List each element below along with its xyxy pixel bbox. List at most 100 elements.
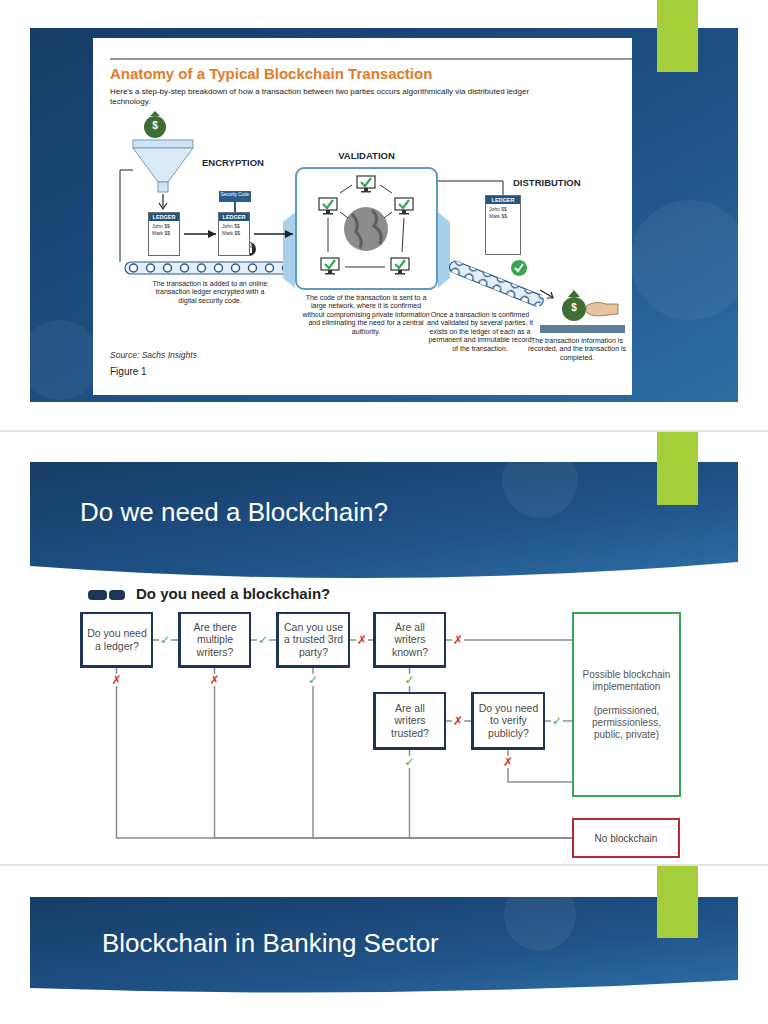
conveyor-belt — [127, 262, 288, 274]
network-illustration — [321, 258, 339, 275]
network-illustration — [283, 176, 450, 288]
chart-heading: Do you need a blockchain? — [136, 585, 330, 603]
decision-box: Are there multiple writers? — [178, 612, 251, 668]
step-heading: ENCRYPTION — [202, 157, 264, 168]
payment-illustration — [540, 325, 625, 333]
node-title: Are there multiple writers? — [184, 621, 246, 657]
network-illustration — [395, 198, 413, 215]
slide-divider — [0, 865, 768, 866]
accent-tab — [657, 866, 698, 938]
title-band — [30, 442, 738, 578]
connector — [254, 233, 293, 235]
network-illustration — [352, 210, 381, 248]
funnel-icon — [120, 111, 193, 262]
edge-label: ✗ — [110, 674, 122, 686]
edge-label: ✗ — [208, 674, 220, 686]
payment-illustration — [586, 302, 618, 316]
network-illustration — [391, 258, 409, 275]
network-illustration — [402, 218, 404, 252]
slide-divider — [0, 431, 768, 432]
node-title: Possible blockchain implementation — [580, 669, 673, 693]
currency-sign: $ — [568, 302, 580, 314]
node-title: LEDGER — [486, 196, 520, 204]
decision-box: Can you use a trusted 3rd party? — [276, 612, 350, 668]
node-title: Do you need to verify publicly? — [477, 702, 540, 738]
logo-mark — [88, 590, 125, 600]
network-illustration — [340, 185, 352, 193]
accent-tab — [657, 0, 698, 72]
currency-sign: $ — [149, 120, 161, 132]
figure-number: Figure 1 — [110, 366, 147, 378]
funnel-icon — [159, 203, 167, 209]
security-tag — [219, 191, 251, 212]
accent-tab — [657, 432, 698, 505]
decision-box: Are all writers known? — [373, 612, 446, 668]
node-title: Do you need a ledger? — [86, 627, 148, 651]
network-illustration — [357, 176, 375, 193]
node-title: VALIDATION — [287, 150, 446, 161]
title-band: Blockchain in Banking Sector — [30, 897, 738, 990]
node-text: John $$ Mark $$ — [219, 221, 249, 239]
decision-box: Do you need to verify publicly? — [471, 692, 545, 750]
network-illustration — [384, 212, 392, 218]
tag-text: Security Code — [219, 192, 251, 197]
network-illustration — [340, 212, 348, 218]
edge-label: ✓ — [257, 634, 269, 646]
slide-background — [30, 28, 738, 402]
node-title: No blockchain — [595, 833, 658, 844]
node-title: Blockchain in Banking Sector — [102, 928, 439, 959]
title-band — [30, 897, 738, 993]
conveyor-belt — [450, 260, 544, 307]
connector — [313, 668, 572, 838]
title-band — [30, 462, 738, 578]
funnel-icon — [120, 170, 133, 262]
connector — [117, 668, 573, 838]
rule-line — [110, 59, 632, 60]
network-illustration — [380, 185, 392, 193]
funnel-icon — [158, 182, 168, 192]
node-title: Can you use a trusted 3rd party? — [282, 621, 345, 657]
node-title: Are all writers trusted? — [379, 702, 441, 738]
node-title: Anatomy of a Typical Blockchain Transact… — [110, 65, 432, 82]
node-text: John $$ Mark $$ — [149, 221, 179, 239]
node-title: LEDGER — [219, 213, 249, 221]
network-illustration — [328, 218, 329, 252]
payment-illustration — [547, 292, 553, 298]
network-illustration — [344, 207, 388, 251]
conveyor-belt — [448, 259, 545, 308]
node-title: Do we need a Blockchain? — [80, 497, 388, 528]
validation-box: VALIDATION — [295, 167, 438, 290]
funnel-icon — [150, 111, 160, 116]
step-heading: DISTRIBUTION — [513, 177, 581, 188]
source-note: Source: Sachs Insights — [110, 350, 197, 360]
ledger-card: LEDGERJohn $$ Mark $$ — [148, 212, 180, 256]
node-title: Are all writers known? — [379, 621, 441, 657]
check-badge — [511, 260, 527, 276]
connector — [438, 181, 503, 195]
step-caption: Once a transaction is confirmed and vali… — [427, 311, 533, 353]
network-illustration — [345, 267, 385, 268]
funnel-icon — [144, 116, 166, 138]
slide-background — [20, 28, 750, 402]
payment-illustration — [562, 297, 586, 321]
connector — [508, 750, 572, 782]
payment-illustration — [540, 290, 625, 333]
node-text: (permissioned, permissionless, public, p… — [580, 705, 673, 741]
step-caption: The transaction is added to an online tr… — [152, 280, 268, 305]
decision-box: Are all writers trusted? — [373, 692, 446, 750]
edge-label: ✓ — [551, 715, 563, 727]
step-caption: The code of the transaction is sent to a… — [302, 294, 430, 336]
edge-label: ✓ — [403, 674, 415, 686]
edge-label: ✗ — [502, 756, 514, 768]
funnel-icon — [133, 148, 193, 182]
edge-label: ✓ — [307, 674, 319, 686]
logo-mark — [88, 590, 107, 600]
connector — [446, 639, 572, 641]
check-badge — [515, 264, 523, 271]
edge-label: ✓ — [159, 634, 171, 646]
network-illustration — [283, 212, 295, 288]
slide-background — [630, 200, 750, 320]
edge-label: ✗ — [356, 634, 368, 646]
connector — [215, 668, 573, 838]
